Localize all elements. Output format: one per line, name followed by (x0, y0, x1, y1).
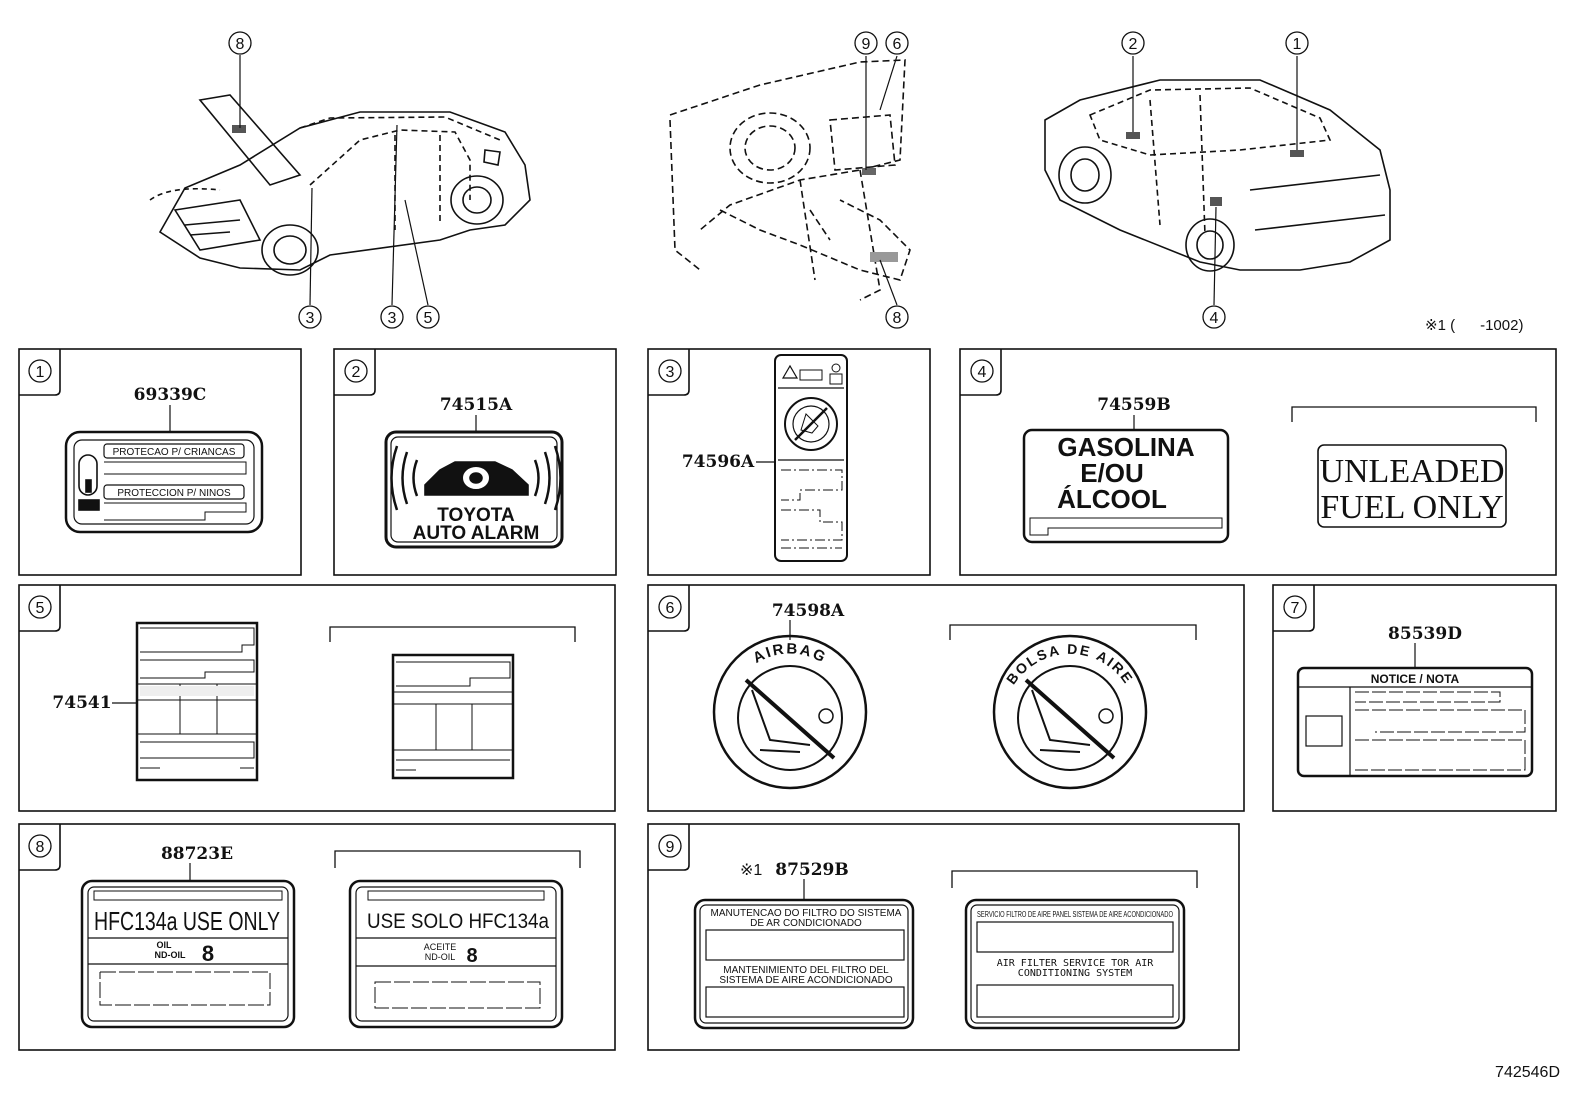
callout-leaders (239, 55, 1298, 306)
callout-9-dash: 9 (854, 31, 878, 55)
svg-text:7: 7 (1291, 600, 1300, 617)
callout-4-rear: 4 (1202, 305, 1226, 329)
airbag-warning-strip (774, 354, 848, 562)
front-car-illustration (149, 94, 531, 276)
svg-text:AIRBAG: AIRBAG (750, 640, 829, 666)
svg-text:5: 5 (36, 600, 45, 617)
ac-filter-label-a (693, 898, 915, 1030)
svg-text:E/OU: E/OU (1080, 458, 1144, 488)
svg-text:SERVICIO FILTRO DE AIRE PANEL: SERVICIO FILTRO DE AIRE PANEL SISTEMA DE… (977, 910, 1173, 919)
part-number: 74541 (52, 693, 111, 713)
svg-text:4: 4 (978, 364, 987, 381)
tire-label-a (135, 621, 259, 782)
svg-text:5: 5 (424, 310, 433, 327)
svg-text:OIL: OIL (157, 940, 173, 950)
svg-text:MANUTENCAO DO FILTRO DO SISTEM: MANUTENCAO DO FILTRO DO SISTEMA (711, 908, 902, 919)
svg-text:3: 3 (388, 310, 397, 327)
svg-text:6: 6 (893, 36, 902, 53)
panel-6: 6 74598A AIRBAG BOLSA DE AIRE (647, 584, 1245, 812)
part-number: 74596A (682, 452, 755, 472)
svg-text:6: 6 (666, 600, 675, 617)
callout-5-front: 5 (416, 305, 440, 329)
panel-3: 3 74596A (647, 348, 931, 576)
fuel-label-br (1022, 428, 1230, 544)
svg-text:8: 8 (202, 941, 214, 966)
svg-text:ND-OIL: ND-OIL (425, 952, 456, 962)
svg-text:8: 8 (236, 36, 245, 53)
notice-label (1296, 666, 1534, 778)
panel-8: 8 88723E HFC134a USE ONLY OIL ND-OIL 8 U… (18, 823, 616, 1051)
svg-text:1: 1 (1293, 36, 1302, 53)
svg-text:NOTICE / NOTA: NOTICE / NOTA (1371, 672, 1460, 686)
svg-text:8: 8 (466, 945, 477, 967)
svg-text:AUTO ALARM: AUTO ALARM (413, 523, 540, 544)
child-lock-label (64, 430, 264, 534)
airbag-seal-b: BOLSA DE AIRE (992, 634, 1148, 790)
part-number: 85539D (1388, 624, 1462, 644)
svg-text:MANTENIMIENTO DEL FILTRO DEL: MANTENIMIENTO DEL FILTRO DEL (723, 965, 889, 976)
diagram-code: 742546D (1495, 1064, 1560, 1081)
callout-6-dash: 6 (885, 31, 909, 55)
panel-4: 4 74559B GASOLINA E/OU ÁLCOOL UNLEADED F… (959, 348, 1557, 576)
callout-3-front-a: 3 (298, 305, 322, 329)
svg-text:DE AR CONDICIONADO: DE AR CONDICIONADO (750, 918, 862, 929)
panel-2: 2 74515A TOYOTA AUTO ALARM (333, 348, 617, 576)
svg-text:UNLEADED: UNLEADED (1319, 453, 1504, 490)
part-number: 74559B (1097, 395, 1171, 415)
part-number: 69339C (134, 385, 207, 405)
panel-1: 1 69339C PROTECAO P/ CRIANCAS PROTECCION… (18, 348, 302, 576)
svg-text:9: 9 (862, 36, 871, 53)
refrigerant-label-a (80, 879, 296, 1029)
panel-5: 5 74541 (18, 584, 616, 812)
svg-text:TOYOTA: TOYOTA (437, 505, 515, 526)
svg-text:ND-OIL: ND-OIL (155, 950, 186, 960)
dashboard-illustration (669, 59, 911, 301)
svg-text:3: 3 (306, 310, 315, 327)
ac-filter-label-b (964, 898, 1186, 1030)
part-number: 74598A (772, 601, 845, 621)
footnote: ※1 ( -1002) (1425, 317, 1523, 334)
svg-text:CONDITIONING SYSTEM: CONDITIONING SYSTEM (1018, 968, 1132, 979)
svg-text:BOLSA DE AIRE: BOLSA DE AIRE (1003, 641, 1137, 687)
callout-2-rear: 2 (1121, 31, 1145, 55)
callout-8-dash: 8 (885, 305, 909, 329)
svg-text:1: 1 (36, 364, 45, 381)
callout-8-front: 8 (228, 31, 252, 55)
callout-3-front-b: 3 (380, 305, 404, 329)
svg-text:8: 8 (36, 839, 45, 856)
part-number: 87529B (775, 860, 849, 880)
svg-text:3: 3 (666, 364, 675, 381)
svg-text:AIR FILTER SERVICE TOR AIR: AIR FILTER SERVICE TOR AIR (997, 958, 1155, 969)
fuel-label-alt (1317, 444, 1507, 528)
svg-text:SISTEMA DE AIRE ACONDICIONADO: SISTEMA DE AIRE ACONDICIONADO (719, 975, 893, 986)
rear-car-illustration (1044, 79, 1391, 272)
part-number: 88723E (161, 844, 233, 864)
svg-text:8: 8 (893, 310, 902, 327)
auto-alarm-label (384, 430, 564, 549)
footnote-marker: ※1 (740, 862, 762, 879)
refrigerant-label-b (348, 879, 564, 1029)
airbag-seal-a: AIRBAG (712, 634, 868, 790)
svg-text:GASOLINA: GASOLINA (1057, 432, 1194, 462)
part-number: 74515A (440, 395, 513, 415)
svg-text:HFC134a USE ONLY: HFC134a USE ONLY (94, 906, 280, 936)
svg-text:2: 2 (1129, 36, 1138, 53)
callout-1-rear: 1 (1285, 31, 1309, 55)
svg-text:ÁLCOOL: ÁLCOOL (1057, 484, 1167, 514)
overview-callouts: 8 3 3 5 9 6 8 2 1 4 (228, 31, 1309, 329)
panel-7: 7 85539D NOTICE / NOTA (1272, 584, 1557, 812)
svg-text:2: 2 (352, 364, 361, 381)
tire-label-b (391, 653, 515, 780)
svg-text:PROTECCION P/ NINOS: PROTECCION P/ NINOS (117, 488, 231, 499)
svg-text:FUEL ONLY: FUEL ONLY (1320, 489, 1503, 526)
svg-text:9: 9 (666, 839, 675, 856)
svg-text:USE SOLO HFC134a: USE SOLO HFC134a (367, 910, 549, 933)
svg-text:ACEITE: ACEITE (424, 942, 457, 952)
svg-text:PROTECAO P/ CRIANCAS: PROTECAO P/ CRIANCAS (113, 447, 236, 458)
svg-text:4: 4 (1210, 310, 1219, 327)
panel-9: 9 ※1 87529B MANUTENCAO DO FILTRO DO SIST… (647, 823, 1240, 1051)
